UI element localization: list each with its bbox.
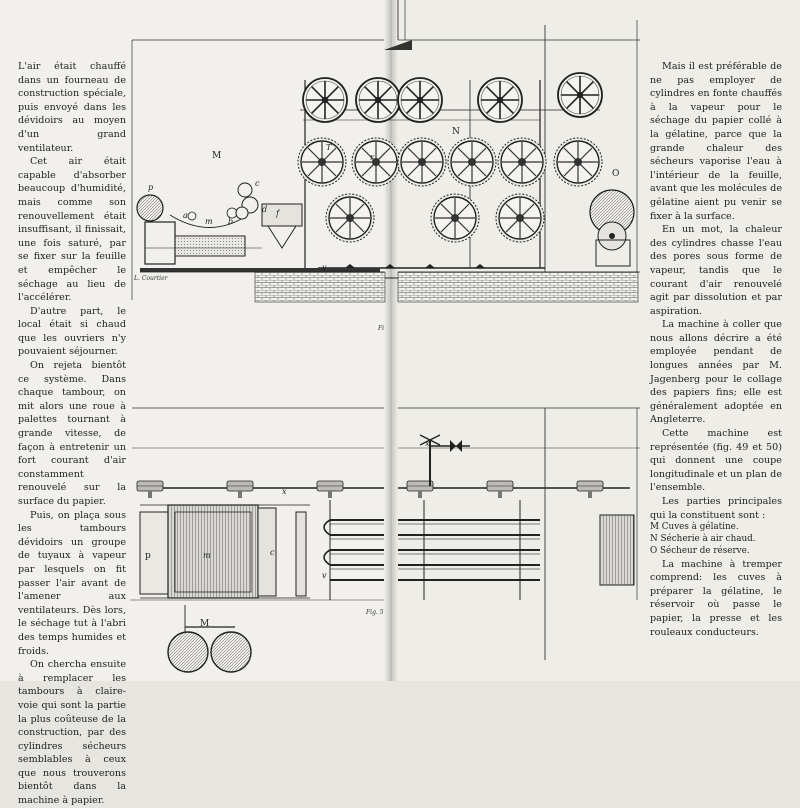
right-paragraph-1: Mais il est préférable de ne pas employe… (650, 61, 782, 222)
right-paragraph-6: La machine à tremper comprend: les cuves… (650, 558, 782, 638)
legend-item-O: O Sécheur de réserve. (650, 545, 750, 556)
left-paragraph-1: L'air était chauffé dans un fourneau de … (18, 61, 126, 154)
right-paragraph-2: En un mot, la chaleur des cylindres chas… (650, 224, 782, 317)
left-paragraph-5: Puis, on plaça sous les tambours dévidoi… (18, 509, 126, 657)
label-b: b (228, 217, 233, 226)
plan-label-p: p (145, 551, 151, 561)
left-paragraph-4: On rejeta bientôt ce système. Dans chaqu… (18, 360, 126, 507)
label-c: c (255, 179, 260, 188)
label-f: f (275, 209, 281, 218)
left-paragraph-2: Cet air était capable d'absorber beaucou… (18, 156, 126, 304)
label-d: d (262, 205, 267, 214)
label-a: a (183, 211, 188, 220)
parts-legend: M Cuves à gélatine. N Sécherie à air cha… (650, 522, 782, 557)
right-paragraph-5: Les parties principales qui la constitue… (650, 496, 782, 521)
left-paragraph-3: D'autre part, le local était si chaud qu… (18, 305, 126, 358)
plan-label-M: M (200, 619, 209, 629)
plan-label-x: x (282, 487, 287, 496)
figure-top-caption: Fi (377, 325, 384, 332)
legend-item-M: M Cuves à gélatine. (650, 522, 739, 533)
right-paragraph-4: Cette machine est représentée (fig. 49 e… (650, 428, 782, 494)
figure-49-section: M N O p a m b c d f v r T L. Courtier Fi (131, 0, 640, 332)
label-p: p (148, 183, 153, 192)
label-O: O (612, 169, 619, 179)
plan-label-x2: x (425, 439, 430, 448)
figure-layer: M N O p a m b c d f v r T L. Courtier Fi (130, 0, 640, 673)
label-r: r (370, 153, 375, 162)
plan-label-c: c (270, 548, 275, 557)
figure-50-plan: p m c x x v M Fig. 5 (130, 407, 640, 673)
engraver-signature: L. Courtier (133, 275, 169, 282)
left-text-column: L'air était chauffé dans un fourneau de … (18, 60, 126, 808)
right-paragraph-3: La machine à coller que nous allons décr… (650, 319, 782, 426)
label-N: N (452, 127, 460, 137)
figure-bottom-caption: Fig. 5 (365, 609, 384, 616)
legend-item-N: N Sécherie à air chaud. (650, 533, 756, 544)
right-page (392, 0, 800, 681)
label-m: m (205, 217, 213, 226)
label-M: M (212, 151, 221, 161)
plan-label-v: v (322, 571, 327, 580)
right-text-column: Mais il est préférable de ne pas employe… (650, 60, 782, 639)
label-T: T (326, 143, 332, 152)
label-v: v (322, 263, 327, 272)
plan-label-m: m (203, 551, 211, 560)
